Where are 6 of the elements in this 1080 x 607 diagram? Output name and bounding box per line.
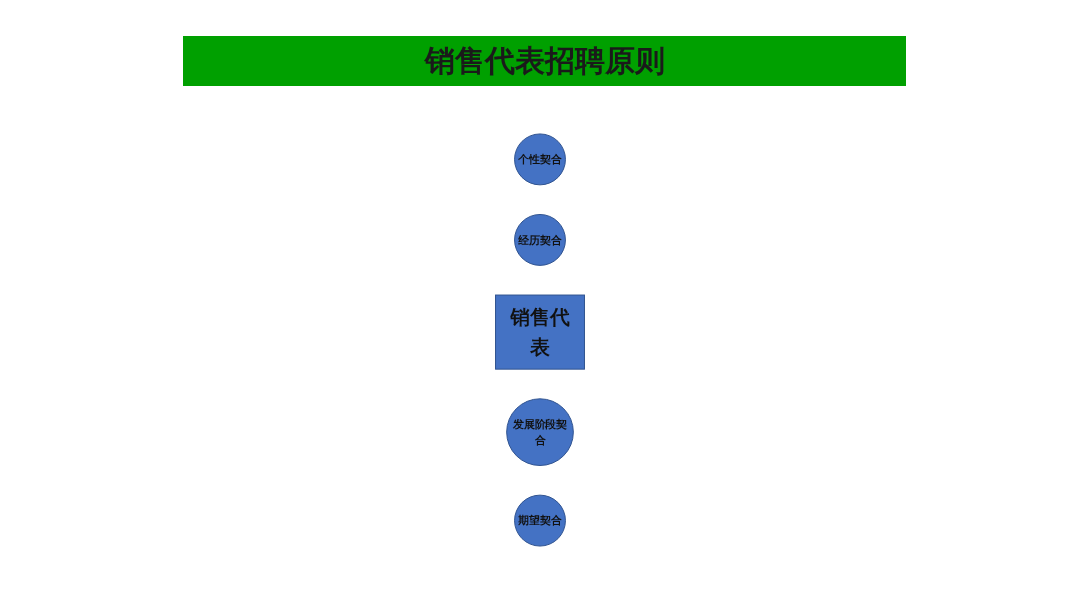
node-circle: 发展阶段契合 [506, 398, 574, 466]
node-circle: 个性契合 [514, 133, 566, 186]
node-circle: 期望契合 [514, 494, 566, 547]
node-box: 销售代表 [495, 294, 585, 370]
title-banner: 销售代表招聘原则 [183, 36, 906, 86]
node-circle: 经历契合 [514, 214, 566, 266]
